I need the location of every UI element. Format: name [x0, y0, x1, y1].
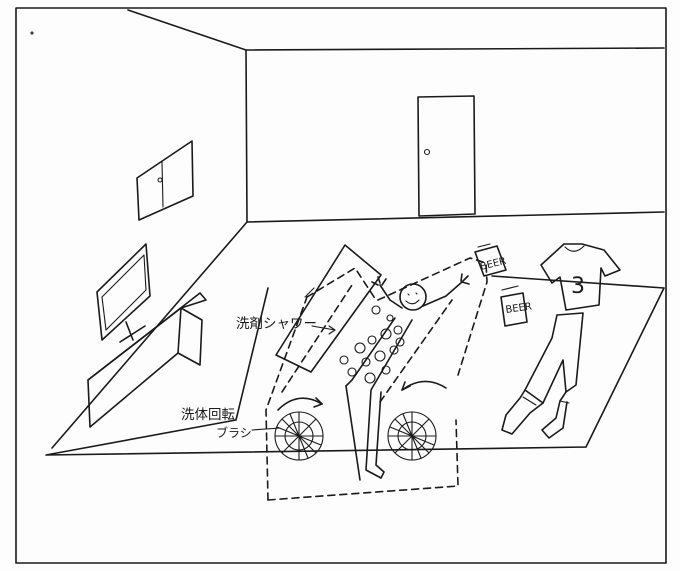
brush-arrow: [251, 427, 281, 431]
rotating-brush-right: [387, 380, 447, 461]
tshirt: [540, 243, 621, 311]
wall-picture: [136, 140, 194, 221]
picture-frame: [15, 7, 667, 564]
shower-arrowhead: [328, 325, 336, 335]
brush-label-line2: ブラシ: [216, 425, 252, 440]
rotating-brush-left: [274, 397, 324, 461]
pants: [501, 312, 584, 439]
brush-label-line1: 洗体回転: [181, 407, 235, 423]
soap-bubbles: [339, 305, 405, 384]
shower-head: [275, 244, 382, 373]
tv-stand: [87, 292, 207, 428]
room-walls: [51, 9, 665, 449]
pencil-speck: [30, 31, 34, 35]
shower-arrow: [311, 325, 336, 331]
beer-can-2: [500, 285, 528, 327]
washer-frame: [265, 257, 488, 501]
shower-label: 洗剤シャワー: [236, 316, 317, 332]
tshirt-number: 3: [571, 274, 585, 299]
door: [417, 95, 476, 217]
floor-rug: [45, 275, 665, 456]
person: [345, 273, 470, 481]
beer-can-2-label: BEER: [505, 301, 533, 316]
beer-can-1: [474, 243, 507, 277]
television: [96, 243, 151, 343]
